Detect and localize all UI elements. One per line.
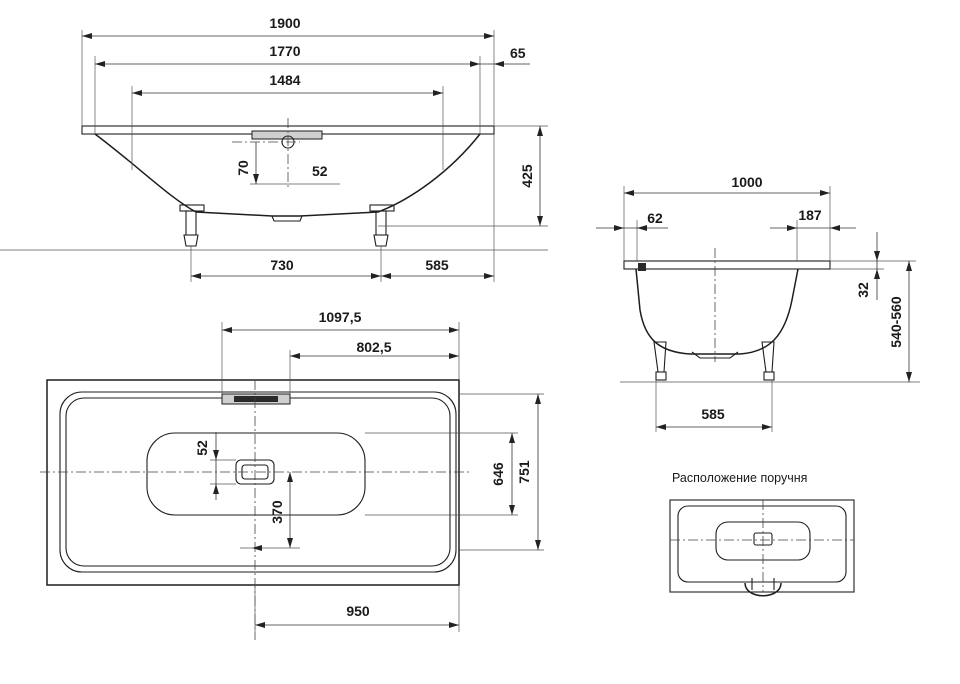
dim-label-end-leg-spacing: 585 — [701, 406, 725, 422]
end-view: 1000 62 187 32 540-560 585 — [596, 174, 920, 432]
end-view-leg-right — [761, 341, 775, 381]
side-view-overflow-fitting — [251, 130, 323, 140]
side-view-body — [94, 133, 481, 217]
top-view-bottom-panel — [146, 432, 366, 516]
dim-label-leg-spacing: 730 — [270, 257, 294, 273]
top-view-inner-basin-edge — [65, 397, 451, 567]
top-view-outer-rim — [46, 379, 460, 586]
handle-inset-caption: Расположение поручня — [672, 471, 807, 485]
side-view-leg-left — [179, 204, 205, 247]
handle-inset-grab-bar — [744, 582, 782, 597]
dim-label-leg-to-end: 585 — [425, 257, 449, 273]
dim-label-overflow-from-end: 1097,5 — [319, 309, 362, 325]
handle-inset-basin — [677, 505, 847, 583]
dim-label-inner-length: 1770 — [269, 43, 300, 59]
dim-label-drain-from-end: 950 — [346, 603, 370, 619]
top-view-inner-basin — [59, 391, 457, 573]
dim-label-overflow-height: 70 — [235, 160, 251, 176]
dim-label-drain-offset: 370 — [269, 500, 285, 524]
dim-label-rim-left: 62 — [647, 210, 663, 226]
end-view-drain — [691, 351, 739, 359]
side-view-leg-right — [369, 204, 395, 247]
dim-label-overflow-offset: 802,5 — [356, 339, 391, 355]
end-view-rim — [623, 260, 831, 270]
dim-label-overflow-width: 52 — [312, 163, 328, 179]
side-view: 1900 1770 65 1484 70 52 425 — [0, 15, 548, 282]
top-view: 1097,5 802,5 52 370 646 751 — [40, 309, 544, 640]
dim-label-drain-size: 52 — [194, 440, 210, 456]
dim-label-width: 1000 — [731, 174, 762, 190]
dim-label-overall-width: 751 — [516, 460, 532, 484]
dim-label-install-height: 540-560 — [888, 296, 904, 348]
end-view-leg-left — [653, 341, 667, 381]
side-view-drain — [271, 215, 303, 222]
handle-inset-outer — [669, 499, 855, 593]
end-view-body — [635, 268, 799, 355]
dim-label-rim-overhang: 65 — [510, 45, 526, 61]
top-view-overflow-slot — [234, 396, 278, 402]
dim-label-rim-height: 32 — [855, 282, 871, 298]
dim-label-overall-length: 1900 — [269, 15, 300, 31]
dim-label-depth: 425 — [519, 164, 535, 188]
dim-label-inner-width: 646 — [490, 462, 506, 486]
end-view-overflow-mark — [638, 263, 646, 271]
dim-label-bottom-length: 1484 — [269, 72, 300, 88]
dim-label-rim-right: 187 — [798, 207, 822, 223]
handle-inset: Расположение поручня — [669, 471, 855, 597]
